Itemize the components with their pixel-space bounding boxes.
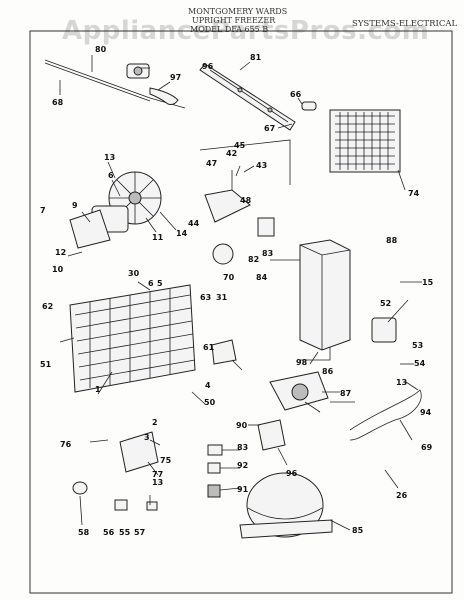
callout-97: 97 — [170, 73, 181, 82]
callout-62: 62 — [42, 302, 53, 311]
start-relay — [257, 419, 286, 451]
callout-85: 85 — [352, 526, 364, 535]
callout-87: 87 — [340, 389, 351, 398]
thermostat-bracket — [204, 189, 251, 223]
callout-53: 53 — [412, 341, 423, 350]
callout-63: 63 — [200, 293, 211, 302]
callout-1: 1 — [95, 385, 101, 394]
divider-line — [199, 139, 291, 185]
light-assembly — [44, 59, 186, 109]
mounting-bracket — [119, 431, 159, 473]
callout-54: 54 — [414, 359, 426, 368]
callout-6-condenser: 6 — [148, 279, 154, 288]
drip-tray — [211, 339, 237, 365]
grommet-mid — [207, 462, 221, 474]
compressor — [239, 472, 333, 539]
callout-84: 84 — [256, 273, 268, 282]
callout-44: 44 — [188, 219, 200, 228]
callout-45: 45 — [234, 141, 246, 150]
callout-83-grommet: 83 — [237, 443, 248, 452]
callout-66: 66 — [290, 90, 302, 99]
thermostat-box — [257, 217, 275, 237]
section-title: SYSTEMS-ELECTRICAL — [352, 19, 458, 29]
callout-98: 98 — [296, 358, 308, 367]
callout-7: 7 — [40, 206, 46, 215]
callout-81: 81 — [250, 53, 262, 62]
callout-83-thermostat: 83 — [262, 249, 273, 258]
callout-96-relay: 96 — [286, 469, 298, 478]
callout-86-relay: 86 — [322, 367, 334, 376]
callout-3: 3 — [144, 433, 150, 442]
callout-80: 80 — [95, 45, 107, 54]
grommet-bottom — [207, 484, 221, 498]
callout-47: 47 — [206, 159, 217, 168]
callout-90: 90 — [236, 421, 248, 430]
screw-part — [114, 499, 128, 511]
callout-43: 43 — [256, 161, 267, 170]
callout-69: 69 — [421, 443, 433, 452]
callout-94: 94 — [420, 408, 432, 417]
callout-14: 14 — [176, 229, 188, 238]
callout-58: 58 — [78, 528, 90, 537]
callout-88: 88 — [386, 236, 398, 245]
callout-13-bottom: 13 — [152, 478, 163, 487]
fan-motor-assembly — [69, 171, 162, 249]
header-product: UPRIGHT FREEZER — [192, 16, 276, 25]
callout-68: 68 — [52, 98, 64, 107]
grommet-top — [207, 444, 223, 456]
callout-96: 96 — [202, 62, 214, 71]
callout-10: 10 — [52, 265, 64, 274]
callout-26: 26 — [396, 491, 408, 500]
callout-57: 57 — [134, 528, 145, 537]
leader-lines — [59, 55, 422, 531]
washer-part — [146, 501, 158, 511]
callout-5: 5 — [157, 279, 163, 288]
callout-52: 52 — [380, 299, 391, 308]
switch-part — [301, 101, 317, 111]
callout-9: 9 — [72, 201, 78, 210]
shelf-bracket — [199, 63, 296, 131]
callout-48: 48 — [240, 196, 252, 205]
liner-box — [299, 239, 351, 351]
callout-76: 76 — [60, 440, 72, 449]
callout-4: 4 — [205, 381, 211, 390]
clip-part — [72, 481, 88, 495]
callout-55: 55 — [119, 528, 131, 537]
evaporator-coil — [329, 109, 401, 173]
condenser-coil — [69, 284, 196, 393]
callout-6-fan: 6 — [108, 171, 114, 180]
callout-50: 50 — [204, 398, 216, 407]
callout-11: 11 — [152, 233, 164, 242]
wiring-harness — [349, 389, 422, 441]
callout-31: 31 — [216, 293, 228, 302]
callout-75: 75 — [160, 456, 172, 465]
callout-13-fan: 13 — [104, 153, 115, 162]
header-brand: MONTGOMERY WARDS — [188, 7, 288, 16]
callout-61: 61 — [203, 343, 215, 352]
callout-77: 77 — [152, 470, 163, 479]
overload-protector — [371, 317, 397, 343]
callout-82: 82 — [248, 255, 259, 264]
callout-67: 67 — [264, 124, 275, 133]
callout-42: 42 — [226, 149, 237, 158]
diagram-border — [29, 30, 453, 594]
callout-30: 30 — [128, 269, 140, 278]
callout-12: 12 — [55, 248, 66, 257]
callout-15: 15 — [422, 278, 434, 287]
callout-2: 2 — [152, 418, 158, 427]
callout-91: 91 — [237, 485, 249, 494]
callout-70: 70 — [223, 273, 235, 282]
control-knob — [212, 243, 234, 265]
callout-74: 74 — [408, 189, 420, 198]
callout-13-harness: 13 — [396, 378, 407, 387]
relay-assembly — [269, 371, 329, 411]
header-model: MODEL DFA 655 B — [190, 25, 269, 34]
callout-92: 92 — [237, 461, 248, 470]
callout-56: 56 — [103, 528, 115, 537]
callout-51: 51 — [40, 360, 52, 369]
